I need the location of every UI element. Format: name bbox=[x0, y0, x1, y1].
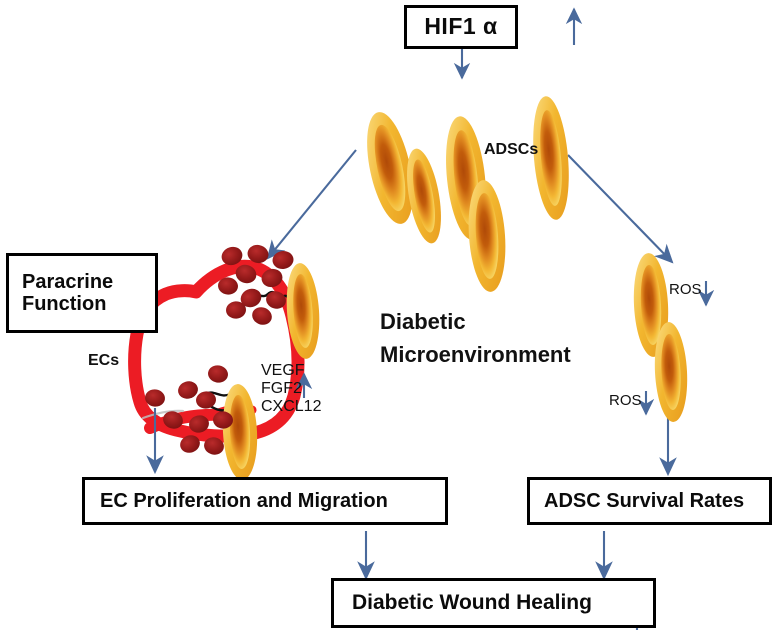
arrow-adsc-to-ros bbox=[567, 154, 674, 264]
adsc-cell bbox=[367, 112, 413, 224]
hif1a-label: HIF1 α bbox=[424, 13, 498, 40]
adsc-cell bbox=[222, 384, 258, 480]
adsc-cell bbox=[468, 180, 506, 292]
adsc-cell bbox=[286, 263, 320, 359]
adsc-cell bbox=[407, 148, 441, 244]
hif1a-box[interactable]: HIF1 α bbox=[404, 5, 518, 49]
red-blood-cell-group bbox=[145, 244, 294, 455]
adsc-cell bbox=[633, 253, 669, 357]
microenvironment-line1: Diabetic bbox=[380, 309, 466, 334]
ros-label-2: ROS bbox=[609, 392, 642, 409]
adsc-cell bbox=[654, 322, 688, 422]
paracrine-function-box[interactable]: Paracrine Function bbox=[6, 253, 158, 333]
arrow-adsc-to-vessel bbox=[266, 149, 357, 260]
paracrine-function-label: Paracrine Function bbox=[22, 270, 114, 315]
factor-vegf: VEGF bbox=[261, 362, 305, 379]
factor-fgf2: FGF2 bbox=[261, 380, 302, 397]
ec-proliferation-label: EC Proliferation and Migration bbox=[100, 489, 388, 512]
adsc-cell-group bbox=[222, 96, 688, 480]
ec-proliferation-box[interactable]: EC Proliferation and Migration bbox=[82, 477, 448, 525]
ecs-label: ECs bbox=[88, 352, 120, 369]
adsc-cell bbox=[446, 116, 486, 240]
wound-healing-label: Diabetic Wound Healing bbox=[352, 591, 592, 615]
ros-label-1: ROS bbox=[669, 281, 702, 298]
adsc-survival-label: ADSC Survival Rates bbox=[544, 489, 745, 512]
factor-cxcl12: CXCL12 bbox=[261, 398, 322, 415]
microenvironment-line2: Microenvironment bbox=[380, 342, 571, 367]
adsc-survival-box[interactable]: ADSC Survival Rates bbox=[527, 477, 772, 525]
adscs-label: ADSCs bbox=[484, 141, 539, 158]
wound-healing-box[interactable]: Diabetic Wound Healing bbox=[331, 578, 656, 628]
